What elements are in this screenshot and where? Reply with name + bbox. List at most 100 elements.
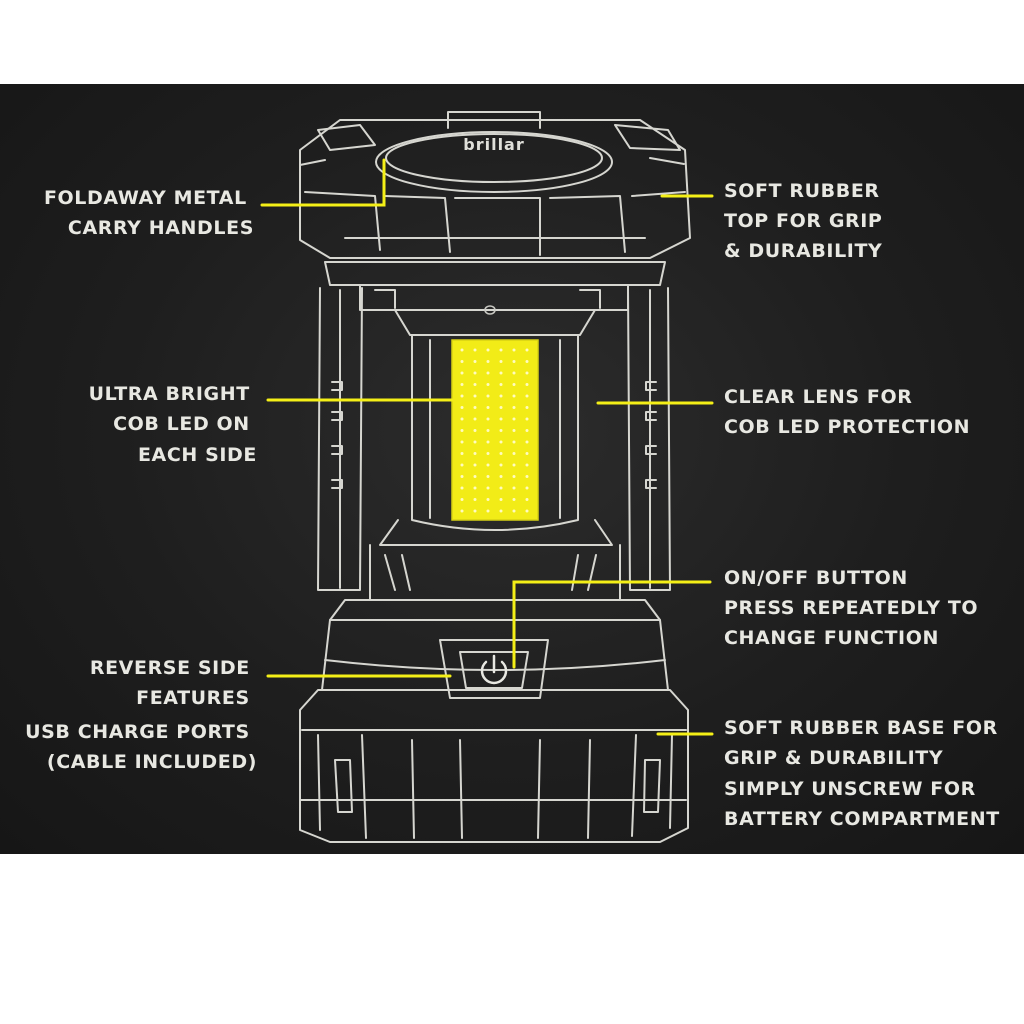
- callout-labels: FOLDAWAY METAL CARRY HANDLES SOFT RUBBER…: [25, 180, 1005, 830]
- led-dot: [525, 394, 529, 398]
- callout-line: COB LED ON: [113, 413, 250, 435]
- led-dot: [460, 509, 464, 513]
- led-dot: [512, 406, 516, 409]
- led-dot: [473, 440, 477, 444]
- callout-line: SIMPLY UNSCREW FOR: [724, 778, 976, 800]
- led-dot: [460, 406, 464, 409]
- led-dot: [525, 360, 529, 363]
- callout-base: SOFT RUBBER BASE FOR GRIP & DURABILITY S…: [724, 717, 1005, 830]
- led-dot: [499, 429, 503, 432]
- led-dot: [460, 452, 464, 455]
- led-dot: [460, 348, 464, 352]
- callout-line: PRESS REPEATEDLY TO: [724, 597, 978, 619]
- callout-button: ON/OFF BUTTON PRESS REPEATEDLY TO CHANGE…: [724, 567, 985, 649]
- led-dot: [486, 440, 490, 444]
- led-dot: [499, 360, 503, 363]
- led-dot: [473, 394, 477, 398]
- led-dot: [473, 348, 477, 352]
- led-dot: [499, 417, 503, 421]
- led-dot: [512, 371, 516, 375]
- callout-reverse: REVERSE SIDE FEATURES USB CHARGE PORTS (…: [25, 657, 257, 773]
- led-dot: [499, 498, 503, 501]
- led-dot: [512, 486, 516, 490]
- led-dot: [525, 429, 529, 432]
- led-dot: [512, 475, 516, 478]
- led-dot: [525, 463, 529, 467]
- battery-body: [321, 619, 669, 699]
- led-dot: [512, 498, 516, 501]
- led-dot: [486, 360, 490, 363]
- callout-line: (CABLE INCLUDED): [47, 751, 257, 773]
- led-dot: [499, 394, 503, 398]
- callout-line: GRIP & DURABILITY: [724, 747, 943, 769]
- callout-line: FOLDAWAY METAL: [44, 187, 247, 209]
- led-dot: [525, 498, 529, 501]
- led-dot: [499, 406, 503, 409]
- led-dot: [486, 429, 490, 432]
- led-dot: [486, 486, 490, 490]
- top-dome: brillar: [375, 111, 613, 193]
- cob-led-panel: [451, 339, 539, 521]
- led-dot: [473, 498, 477, 501]
- led-dot: [512, 509, 516, 513]
- led-dot: [473, 463, 477, 467]
- led-dot: [473, 475, 477, 478]
- leader-lines: [260, 158, 714, 736]
- led-dot: [499, 486, 503, 490]
- led-dot: [460, 383, 464, 386]
- callout-top-rubber: SOFT RUBBER TOP FOR GRIP & DURABILITY: [724, 180, 890, 262]
- led-dot: [499, 440, 503, 444]
- led-dot: [525, 406, 529, 409]
- led-dot: [473, 452, 477, 455]
- led-dot: [525, 475, 529, 478]
- lower-collar: [329, 519, 661, 621]
- led-dot: [486, 406, 490, 409]
- led-dot: [525, 383, 529, 386]
- led-dot: [525, 348, 529, 352]
- led-dot: [486, 348, 490, 352]
- led-dot: [460, 360, 464, 363]
- led-dot: [512, 394, 516, 398]
- led-dot: [499, 383, 503, 386]
- callout-line: EACH SIDE: [138, 444, 257, 466]
- callout-line: USB CHARGE PORTS: [25, 721, 250, 743]
- led-dot: [512, 417, 516, 421]
- callout-line: ON/OFF BUTTON: [724, 567, 908, 589]
- callout-line: TOP FOR GRIP: [724, 210, 882, 232]
- led-dot: [486, 475, 490, 478]
- led-dot: [525, 509, 529, 513]
- led-dot: [512, 360, 516, 363]
- led-dot: [460, 475, 464, 478]
- power-button-housing: [439, 639, 549, 699]
- led-dot: [486, 498, 490, 501]
- led-dot: [512, 429, 516, 432]
- callout-line: CHANGE FUNCTION: [724, 627, 939, 649]
- led-dot: [460, 429, 464, 432]
- led-dot: [499, 348, 503, 352]
- brand-logo: brillar: [463, 135, 524, 154]
- led-dot: [473, 509, 477, 513]
- led-dot: [486, 417, 490, 421]
- led-dot: [473, 486, 477, 490]
- callout-line: FEATURES: [136, 687, 250, 709]
- side-pillars: [317, 287, 671, 591]
- led-dot: [460, 486, 464, 490]
- callout-line: CARRY HANDLES: [68, 217, 254, 239]
- led-dot: [460, 440, 464, 444]
- clear-lens: [411, 334, 579, 531]
- callout-line: REVERSE SIDE: [90, 657, 250, 679]
- led-dot: [473, 406, 477, 409]
- led-dot: [499, 371, 503, 375]
- led-dot: [512, 452, 516, 455]
- callout-handles: FOLDAWAY METAL CARRY HANDLES: [44, 187, 254, 239]
- led-dot: [473, 360, 477, 363]
- led-dot: [486, 383, 490, 386]
- led-dot: [525, 452, 529, 455]
- led-dot: [460, 463, 464, 467]
- callout-line: & DURABILITY: [724, 240, 882, 262]
- callout-line: COB LED PROTECTION: [724, 416, 970, 438]
- led-dot: [460, 417, 464, 421]
- upper-collar: [324, 261, 666, 336]
- power-button[interactable]: [459, 651, 529, 689]
